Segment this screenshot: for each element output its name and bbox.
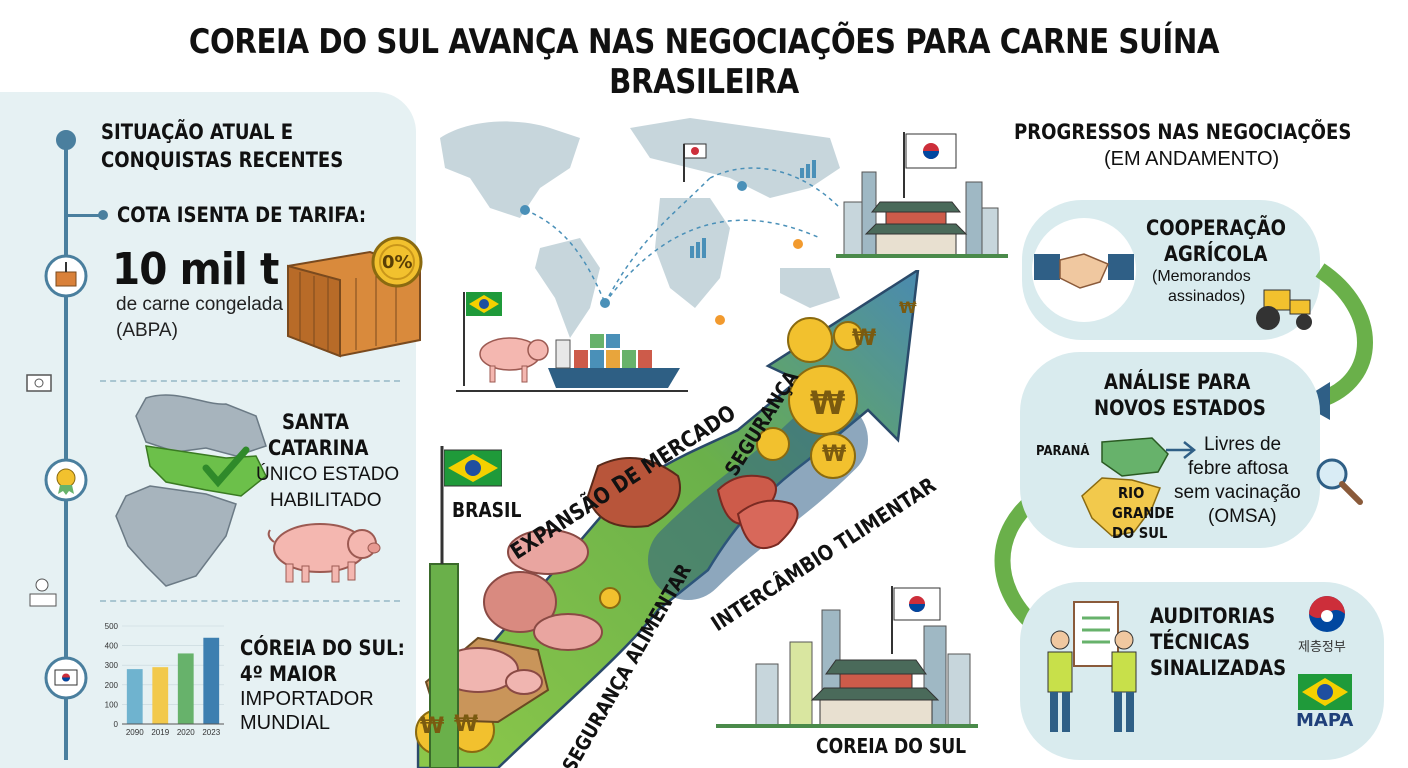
importer-bar-chart: 500 400 300 200 100 0 2090 2019 2020 2023	[105, 622, 224, 737]
analise-line2: NOVOS ESTADOS	[1094, 396, 1266, 420]
sc-line1: SANTA	[282, 410, 349, 434]
left-heading-line2: CONQUISTAS RECENTES	[101, 148, 344, 172]
brazil-export-scene	[463, 292, 680, 388]
right-heading-line1: PROGRESSOS NAS NEGOCIAÇÕES	[1014, 120, 1352, 144]
y-tick-label: 400	[105, 642, 119, 651]
coop-line1: COOPERAÇÃO	[1146, 216, 1287, 240]
rgs-line3: DO SUL	[1112, 524, 1168, 542]
coin-2: ₩	[852, 326, 877, 351]
handshake-icon	[1032, 218, 1136, 322]
mapa-label: MAPA	[1296, 710, 1354, 731]
world-map	[440, 118, 841, 338]
quota-desc-line2: (ABPA)	[116, 320, 178, 341]
febre-line2: febre aftosa	[1188, 458, 1289, 479]
inspector-icon	[29, 578, 57, 607]
container-crane-icon	[44, 254, 88, 298]
x-tick-label: 2090	[126, 728, 144, 737]
left-heading-line1: SITUAÇÃO ATUAL E	[101, 120, 294, 144]
money-truck-icon	[26, 374, 52, 392]
magnifier-icon	[1316, 458, 1363, 505]
brasil-label: BRASIL	[452, 498, 522, 522]
coin-1: ₩	[899, 298, 917, 317]
korea-line1: CÓREIA DO SUL:	[240, 636, 405, 660]
coin-5: ₩	[420, 714, 445, 739]
bullet-connector	[66, 214, 100, 217]
bar-2020	[177, 653, 194, 724]
x-tick-label: 2023	[202, 728, 220, 737]
sc-line3: ÚNICO ESTADO	[256, 464, 400, 485]
coop-sub2: assinados)	[1168, 288, 1246, 305]
pig-illustration	[267, 523, 381, 583]
bar-2019	[152, 667, 169, 724]
timeline-line	[64, 140, 68, 760]
korea-line2: 4º MAIOR	[240, 662, 337, 686]
mapa-brazil-flag	[1298, 674, 1352, 710]
aud-line3: SINALIZADAS	[1150, 656, 1287, 680]
x-tick-label: 2020	[177, 728, 195, 737]
febre-line1: Livres de	[1204, 434, 1282, 455]
quota-label: COTA ISENTA DE TARIFA:	[117, 203, 367, 227]
timeline-start-dot	[56, 130, 76, 150]
shipping-container-icon	[287, 236, 423, 358]
rgs-line1: RIO	[1118, 484, 1145, 502]
aud-line1: AUDITORIAS	[1150, 604, 1276, 628]
coin-6: ₩	[454, 712, 479, 737]
analise-line1: ANÁLISE PARA	[1104, 370, 1251, 394]
quota-value: 10 mil t	[112, 244, 279, 295]
quota-desc-line1: de carne congelada	[116, 294, 283, 315]
korea-flag-badge-icon	[44, 656, 88, 700]
y-tick-label: 200	[105, 681, 119, 690]
febre-line4: (OMSA)	[1208, 506, 1277, 527]
bar-2023	[203, 637, 220, 724]
y-tick-label: 300	[105, 661, 119, 670]
korea-line4: MUNDIAL	[240, 712, 331, 734]
febre-line3: sem vacinação	[1174, 482, 1301, 503]
coin-4: ₩	[822, 442, 847, 467]
coreia-label: COREIA DO SUL	[816, 734, 967, 758]
divider-2	[100, 600, 400, 602]
auditors-icon	[1047, 601, 1137, 732]
gov-kr-label: 제층정부	[1298, 639, 1346, 654]
aud-line2: TÉCNICAS	[1150, 630, 1250, 654]
y-tick-label: 0	[114, 720, 119, 729]
korean-government-logo	[1309, 596, 1345, 632]
tractor-icon	[1256, 289, 1312, 330]
parana-label: PARANÁ	[1036, 444, 1090, 459]
y-tick-label: 500	[105, 622, 119, 631]
brazil-flag	[444, 449, 502, 487]
korea-skyline-bottom	[716, 586, 978, 728]
korea-skyline-top	[836, 132, 1008, 258]
brazil-south-map	[115, 394, 267, 587]
divider-1	[100, 380, 400, 382]
coop-line2: AGRÍCOLA	[1164, 242, 1268, 266]
ground-line	[456, 390, 688, 392]
trade-arrow	[415, 270, 920, 768]
sc-line2: CATARINA	[268, 436, 369, 460]
korea-line3: IMPORTADOR	[240, 688, 374, 710]
coin-3: ₩	[810, 384, 846, 422]
y-tick-label: 100	[105, 700, 119, 709]
arrow-right-icon	[1166, 441, 1197, 459]
sc-line4: HABILITADO	[270, 490, 382, 511]
rgs-line2: GRANDE	[1112, 504, 1175, 522]
zero-percent-badge: 0%	[382, 252, 413, 273]
coop-sub1: (Memorandos	[1152, 268, 1251, 285]
page-title: COREIA DO SUL AVANÇA NAS NEGOCIAÇÕES PAR…	[188, 22, 1220, 102]
award-seal-icon	[44, 458, 88, 502]
bullet-dot	[98, 210, 108, 220]
bar-2090	[126, 669, 143, 724]
x-tick-label: 2019	[151, 728, 169, 737]
right-heading-line2: (EM ANDAMENTO)	[1104, 148, 1280, 170]
states-map	[1081, 437, 1169, 537]
